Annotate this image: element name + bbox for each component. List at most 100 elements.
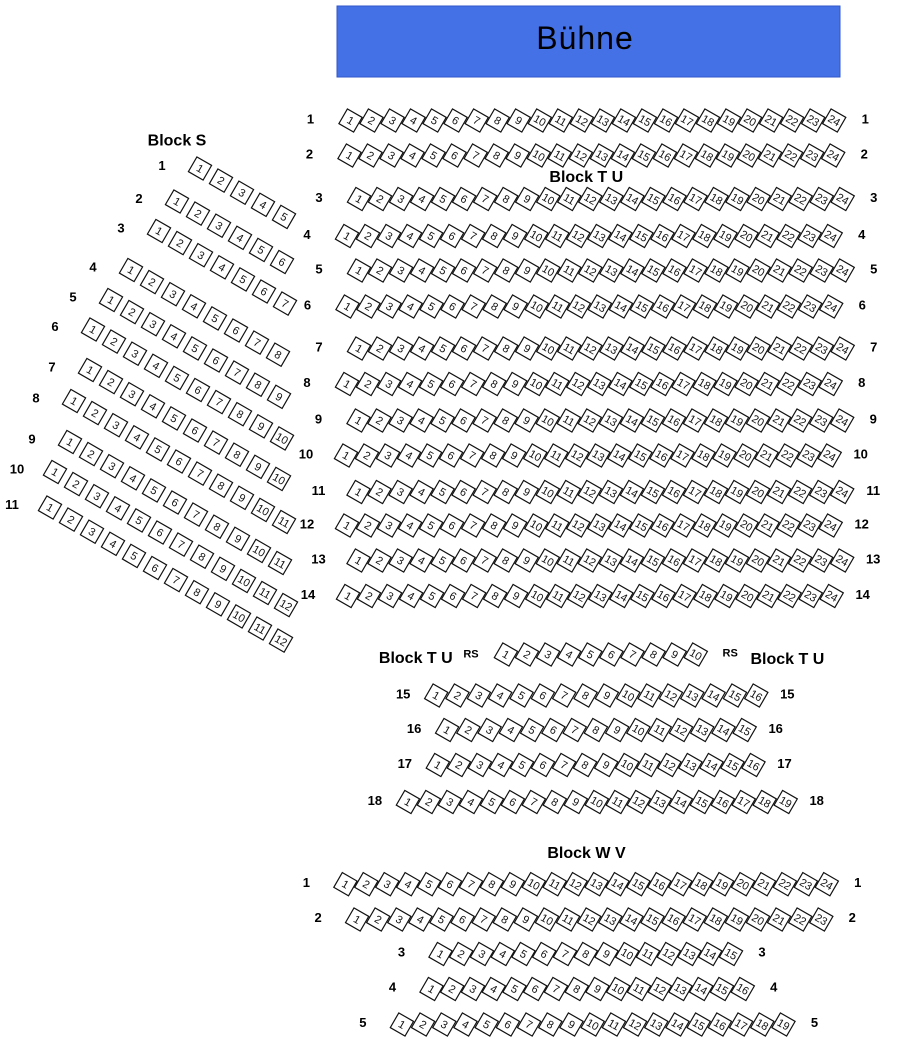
- svg-text:2: 2: [126, 306, 137, 319]
- svg-text:9: 9: [509, 378, 520, 391]
- svg-text:3: 3: [117, 221, 124, 236]
- svg-text:4: 4: [488, 983, 499, 996]
- svg-text:8: 8: [234, 408, 245, 421]
- svg-text:12: 12: [569, 448, 586, 465]
- svg-text:4: 4: [404, 519, 415, 532]
- svg-text:23: 23: [812, 553, 829, 570]
- svg-text:7: 7: [194, 468, 205, 481]
- svg-text:13: 13: [603, 191, 620, 208]
- svg-text:11: 11: [631, 982, 647, 998]
- svg-text:13: 13: [592, 588, 609, 605]
- svg-text:4: 4: [107, 538, 118, 551]
- svg-text:4: 4: [416, 486, 427, 499]
- svg-text:21: 21: [758, 448, 775, 465]
- svg-text:18: 18: [692, 877, 709, 894]
- svg-text:2: 2: [70, 478, 81, 491]
- svg-text:1: 1: [500, 648, 511, 661]
- svg-text:12: 12: [582, 263, 599, 280]
- svg-text:2: 2: [373, 554, 384, 567]
- svg-text:20: 20: [738, 518, 755, 535]
- svg-text:22: 22: [783, 113, 800, 130]
- svg-text:9: 9: [611, 724, 622, 737]
- svg-text:4: 4: [459, 1018, 470, 1031]
- svg-text:16: 16: [745, 757, 762, 774]
- svg-text:7: 7: [467, 519, 478, 532]
- svg-text:5: 5: [437, 264, 448, 277]
- svg-text:21: 21: [771, 341, 788, 358]
- svg-text:8: 8: [590, 724, 601, 737]
- svg-text:22: 22: [776, 877, 793, 894]
- svg-text:2: 2: [362, 519, 373, 532]
- svg-text:14: 14: [623, 912, 640, 929]
- svg-text:7: 7: [231, 367, 242, 380]
- svg-text:12: 12: [570, 518, 587, 535]
- svg-text:9: 9: [521, 554, 532, 567]
- svg-text:2: 2: [362, 300, 373, 313]
- svg-text:1: 1: [352, 414, 363, 427]
- svg-text:10: 10: [540, 341, 557, 358]
- svg-text:24: 24: [833, 553, 850, 570]
- svg-text:15: 15: [726, 688, 743, 705]
- svg-text:4: 4: [494, 689, 505, 702]
- svg-text:21: 21: [759, 518, 776, 535]
- svg-text:3: 3: [129, 348, 140, 361]
- svg-text:10: 10: [539, 553, 556, 570]
- svg-text:5: 5: [584, 648, 595, 661]
- svg-text:10: 10: [273, 431, 290, 448]
- svg-text:6: 6: [304, 298, 311, 313]
- svg-text:15: 15: [713, 981, 730, 998]
- svg-text:1: 1: [125, 264, 136, 277]
- svg-text:3: 3: [91, 490, 102, 503]
- svg-text:6: 6: [458, 486, 469, 499]
- svg-text:20: 20: [738, 228, 755, 245]
- svg-text:5: 5: [428, 149, 439, 162]
- svg-text:3: 3: [147, 318, 158, 331]
- svg-text:20: 20: [741, 113, 758, 130]
- svg-text:20: 20: [734, 877, 751, 894]
- svg-text:7: 7: [558, 759, 569, 772]
- svg-text:2: 2: [373, 414, 384, 427]
- svg-text:10: 10: [620, 688, 637, 705]
- svg-text:7: 7: [210, 437, 221, 450]
- svg-text:4: 4: [405, 590, 416, 603]
- svg-text:6: 6: [446, 519, 457, 532]
- svg-text:2: 2: [314, 910, 321, 925]
- svg-text:3: 3: [86, 526, 97, 539]
- svg-text:7: 7: [479, 414, 490, 427]
- svg-text:23: 23: [802, 588, 819, 605]
- svg-text:17: 17: [675, 518, 692, 535]
- svg-text:2: 2: [192, 208, 203, 221]
- svg-text:19: 19: [717, 376, 734, 393]
- svg-text:13: 13: [651, 794, 668, 811]
- svg-text:Block W V: Block W V: [547, 845, 626, 862]
- svg-text:4: 4: [770, 980, 778, 995]
- svg-text:19: 19: [713, 877, 730, 894]
- svg-text:9: 9: [507, 878, 518, 891]
- svg-text:2: 2: [446, 983, 457, 996]
- svg-text:9: 9: [212, 598, 223, 611]
- svg-text:1: 1: [441, 724, 452, 737]
- svg-text:10: 10: [529, 588, 546, 605]
- svg-text:14: 14: [613, 588, 630, 605]
- svg-text:16: 16: [654, 376, 671, 393]
- svg-text:3: 3: [110, 419, 121, 432]
- svg-text:8: 8: [486, 878, 497, 891]
- svg-text:7: 7: [466, 449, 477, 462]
- svg-text:18: 18: [696, 376, 713, 393]
- svg-text:4: 4: [402, 878, 413, 891]
- svg-text:8: 8: [500, 193, 511, 206]
- svg-text:2: 2: [364, 149, 375, 162]
- svg-text:21: 21: [771, 263, 788, 280]
- svg-text:4: 4: [403, 449, 414, 462]
- svg-text:7: 7: [479, 193, 490, 206]
- svg-text:18: 18: [708, 263, 725, 280]
- svg-text:1: 1: [49, 466, 60, 479]
- svg-text:7: 7: [467, 378, 478, 391]
- svg-text:3: 3: [444, 796, 455, 809]
- svg-text:9: 9: [509, 230, 520, 243]
- svg-text:24: 24: [818, 877, 835, 894]
- svg-text:12: 12: [854, 517, 868, 532]
- svg-text:2: 2: [306, 147, 313, 162]
- svg-text:7: 7: [170, 574, 181, 587]
- svg-text:11: 11: [606, 1017, 622, 1033]
